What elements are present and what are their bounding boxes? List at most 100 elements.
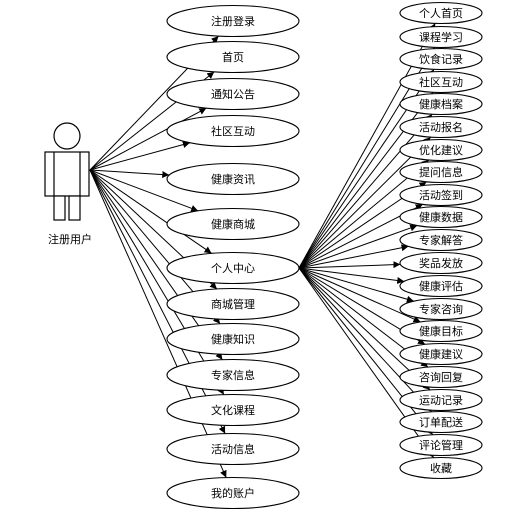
sub-use-case-label: 饮食记录: [419, 52, 463, 66]
sub-use-case-16[interactable]: 健康建议: [399, 342, 483, 366]
actor-connection-arrow: [89, 107, 207, 171]
sub-use-case-ellipse: [399, 388, 483, 412]
use-case-6[interactable]: 健康商城: [166, 207, 300, 241]
sub-use-case-13[interactable]: 健康评估: [399, 274, 483, 298]
use-case-label: 个人中心: [211, 262, 255, 275]
use-case-label: 活动信息: [211, 442, 255, 456]
sub-use-case-4[interactable]: 社区互动: [399, 70, 483, 94]
use-case-2[interactable]: 首页: [166, 40, 300, 74]
use-case-label: 健康商城: [211, 217, 255, 231]
sub-use-case-label: 运动记录: [419, 394, 463, 407]
sub-use-case-ellipse: [399, 251, 483, 275]
sub-use-case-17[interactable]: 咨询回复: [399, 365, 483, 389]
use-case-label: 首页: [222, 50, 244, 64]
sub-use-case-ellipse: [399, 456, 483, 480]
use-case-ellipse: [166, 393, 300, 427]
actor-connection-arrow: [89, 169, 225, 395]
sub-use-case-10[interactable]: 健康数据: [399, 205, 483, 229]
sub-use-case-19[interactable]: 订单配送: [399, 410, 483, 434]
sub-use-case-label: 社区互动: [419, 75, 463, 89]
sub-use-case-20[interactable]: 评论管理: [399, 433, 483, 457]
sub-use-case-9[interactable]: 活动签到: [399, 183, 483, 207]
sub-use-case-ellipse: [399, 160, 483, 184]
actor-connection-arrow: [89, 169, 212, 254]
use-case-label: 我的账户: [211, 486, 255, 500]
sub-use-case-label: 奖品发放: [419, 256, 463, 270]
sub-use-case-12[interactable]: 奖品发放: [399, 251, 483, 275]
sub-use-case-label: 提问信息: [419, 165, 463, 179]
sub-connection-arrow: [298, 244, 409, 269]
stick-figure-icon: [44, 122, 90, 221]
use-case-8[interactable]: 商城管理: [166, 287, 300, 321]
sub-use-case-ellipse: [399, 365, 483, 389]
sub-use-case-label: 优化建议: [419, 143, 463, 157]
use-case-3[interactable]: 通知公告: [166, 77, 300, 111]
actor: 注册用户: [44, 122, 92, 246]
sub-use-case-11[interactable]: 专家解答: [399, 228, 483, 252]
sub-connection-arrow: [298, 267, 432, 413]
sub-use-case-1[interactable]: 个人首页: [399, 1, 483, 25]
sub-use-case-3[interactable]: 饮食记录: [399, 47, 483, 71]
sub-connection-arrow: [298, 224, 418, 269]
use-case-label: 通知公告: [211, 87, 255, 101]
use-case-10[interactable]: 专家信息: [166, 358, 300, 392]
sub-use-case-label: 活动签到: [419, 188, 463, 202]
use-case-12[interactable]: 活动信息: [166, 432, 300, 466]
sub-use-case-label: 健康数据: [419, 210, 463, 224]
sub-use-case-ellipse: [399, 410, 483, 434]
actor-label: 注册用户: [48, 232, 92, 246]
sub-use-case-7[interactable]: 优化建议: [399, 138, 483, 162]
use-case-label: 健康知识: [211, 332, 255, 346]
use-case-7[interactable]: 个人中心: [166, 251, 300, 285]
sub-connection-arrow: [298, 261, 401, 269]
use-case-5[interactable]: 健康资讯: [166, 162, 300, 196]
sub-use-case-label: 课程学习: [419, 30, 463, 44]
sub-use-case-ellipse: [399, 183, 483, 207]
sub-connection-arrow: [298, 113, 433, 269]
sub-use-case-ellipse: [399, 297, 483, 321]
sub-use-case-label: 专家解答: [419, 233, 463, 247]
use-case-9[interactable]: 健康知识: [166, 322, 300, 356]
use-case-ellipse: [166, 40, 300, 74]
sub-use-case-ellipse: [399, 319, 483, 343]
sub-use-case-2[interactable]: 课程学习: [399, 25, 483, 49]
sub-use-case-label: 收藏: [430, 461, 452, 475]
sub-use-case-15[interactable]: 健康目标: [399, 319, 483, 343]
use-case-ellipse: [166, 207, 300, 241]
use-case-ellipse: [166, 162, 300, 196]
sub-use-case-ellipse: [399, 47, 483, 71]
use-cases: 注册登录首页通知公告社区互动健康资讯健康商城个人中心商城管理健康知识专家信息文化…: [166, 4, 300, 510]
use-case-label: 商城管理: [211, 297, 255, 311]
sub-use-case-label: 健康目标: [419, 324, 463, 338]
sub-use-case-ellipse: [399, 70, 483, 94]
use-case-11[interactable]: 文化课程: [166, 393, 300, 427]
sub-use-case-14[interactable]: 专家咨询: [399, 297, 483, 321]
actor-connection-arrow: [89, 169, 226, 434]
sub-use-case-ellipse: [399, 342, 483, 366]
sub-use-cases: 个人首页课程学习饮食记录社区互动健康档案活动报名优化建议提问信息活动签到健康数据…: [399, 1, 483, 480]
use-case-ellipse: [166, 358, 300, 392]
use-case-ellipse: [166, 432, 300, 466]
sub-use-case-5[interactable]: 健康档案: [399, 92, 483, 116]
use-case-1[interactable]: 注册登录: [166, 4, 300, 38]
actor-connection-arrow: [89, 169, 199, 212]
sub-use-case-ellipse: [399, 274, 483, 298]
sub-use-case-label: 个人首页: [419, 6, 463, 20]
sub-use-case-18[interactable]: 运动记录: [399, 388, 483, 412]
use-case-ellipse: [166, 77, 300, 111]
actor-connection-arrow: [89, 169, 170, 179]
sub-use-case-8[interactable]: 提问信息: [399, 160, 483, 184]
sub-use-case-ellipse: [399, 92, 483, 116]
sub-connection-arrow: [298, 136, 432, 269]
sub-use-case-6[interactable]: 活动报名: [399, 115, 483, 139]
sub-use-case-ellipse: [399, 1, 483, 25]
sub-connection-arrow: [298, 267, 431, 391]
use-case-ellipse: [166, 4, 300, 38]
use-case-4[interactable]: 社区互动: [166, 114, 300, 148]
use-case-ellipse: [166, 251, 300, 285]
sub-use-case-ellipse: [399, 228, 483, 252]
sub-use-case-21[interactable]: 收藏: [399, 456, 483, 480]
sub-use-case-ellipse: [399, 433, 483, 457]
use-case-13[interactable]: 我的账户: [166, 476, 300, 510]
